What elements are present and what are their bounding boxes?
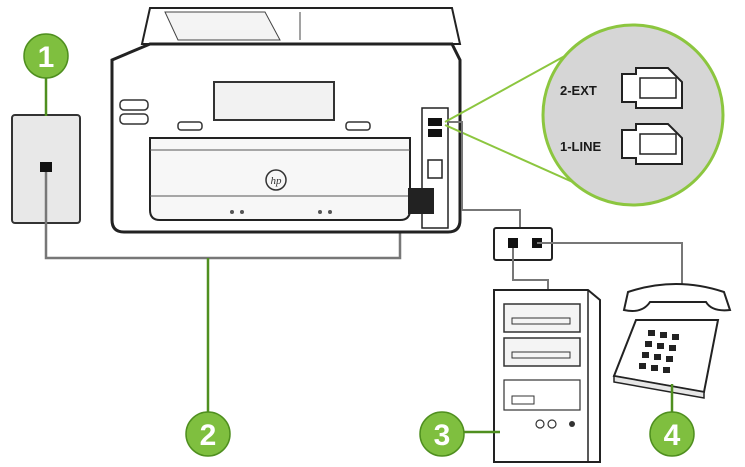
splitter-to-phone-cable <box>537 242 683 292</box>
port-zoom-callout: 2-EXT 1-LINE <box>541 23 725 207</box>
printer-line-port-icon <box>428 129 442 137</box>
callout-4: 4 <box>649 411 695 457</box>
printer-rear-view: hp <box>110 7 462 234</box>
hp-logo-icon: hp <box>265 169 287 191</box>
callout-2-number: 2 <box>200 419 217 452</box>
line-port-label: 1-LINE <box>560 139 602 154</box>
line-port-icon <box>621 123 683 165</box>
ext-port-label: 2-EXT <box>560 83 597 98</box>
callout-4-number: 4 <box>664 419 681 452</box>
telephone <box>612 283 732 399</box>
ext-port-icon <box>621 67 683 109</box>
callout-1-number: 1 <box>38 41 55 74</box>
callout-3-number: 3 <box>434 419 451 452</box>
keypad-icon <box>639 330 679 373</box>
splitter-to-computer-cable <box>512 248 549 290</box>
callout-3: 3 <box>419 411 465 457</box>
callout-1: 1 <box>23 33 69 79</box>
power-port-icon <box>408 188 434 214</box>
computer-tower <box>493 289 601 463</box>
callout-2: 2 <box>185 411 231 457</box>
svg-text:hp: hp <box>271 175 283 187</box>
printer-to-splitter-cable <box>448 121 521 228</box>
printer-ext-port-icon <box>428 118 442 126</box>
